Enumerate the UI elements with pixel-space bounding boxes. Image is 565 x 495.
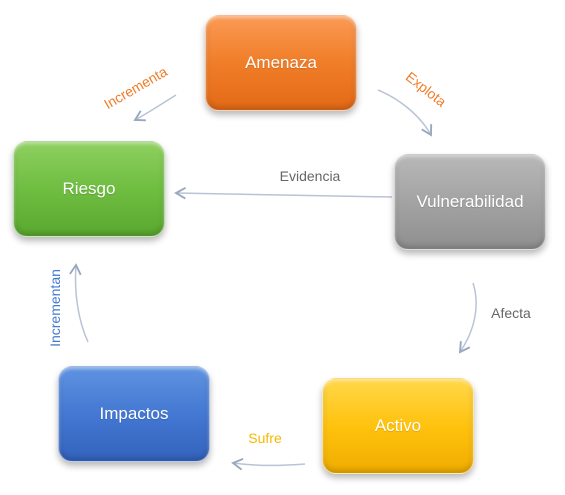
edge-label-evidencia: Evidencia: [280, 168, 341, 184]
node-vulnerabilidad-label: Vulnerabilidad: [416, 192, 524, 211]
edge-label-afecta: Afecta: [491, 305, 531, 321]
node-riesgo: Riesgo: [13, 141, 165, 237]
node-impactos-label: Impactos: [99, 404, 169, 423]
node-amenaza: Amenaza: [205, 15, 357, 111]
arrow-impactos-to-riesgo: [69, 263, 89, 343]
arrow-vulnerabilidad-to-activo: [458, 282, 477, 354]
arrow-amenaza-to-vulnerabilidad: [377, 89, 433, 137]
edge-label-sufre: Sufre: [248, 430, 282, 446]
edge-label-explota: Explota: [403, 68, 450, 109]
node-activo-label: Activo: [374, 416, 422, 435]
arrow-vulnerabilidad-to-riesgo: [174, 186, 393, 200]
arrow-amenaza-to-riesgo: [133, 94, 177, 122]
node-impactos: Impactos: [58, 366, 210, 462]
arrow-activo-to-impactos: [231, 458, 306, 471]
node-vulnerabilidad: Vulnerabilidad: [394, 154, 546, 250]
node-activo: Activo: [322, 378, 474, 474]
node-amenaza-label: Amenaza: [245, 53, 317, 72]
edge-label-incrementan: Incrementan: [47, 269, 63, 347]
node-riesgo-label: Riesgo: [62, 179, 116, 198]
